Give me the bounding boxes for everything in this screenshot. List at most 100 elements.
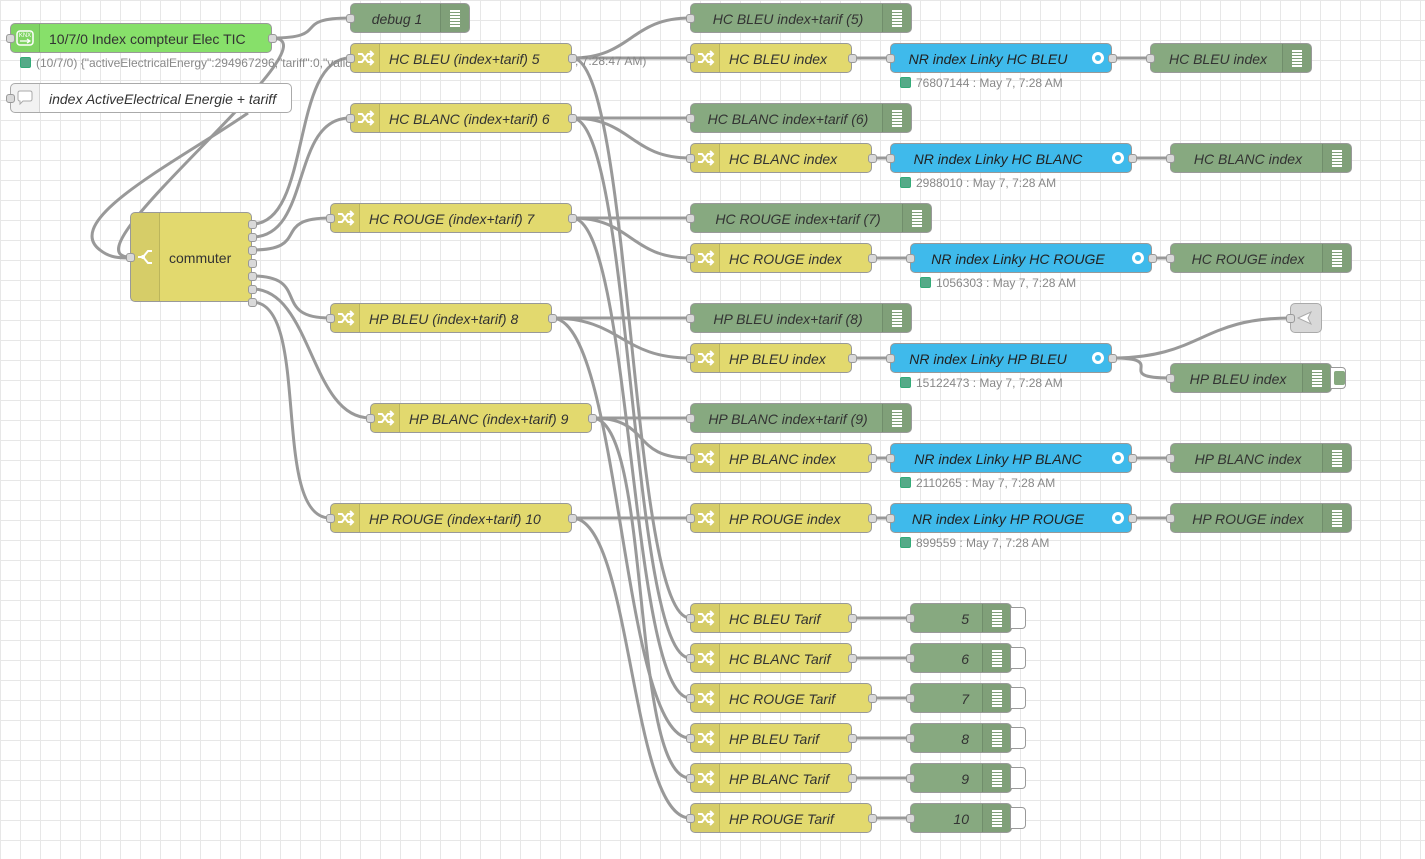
input-port[interactable] bbox=[885, 53, 895, 63]
input-port[interactable] bbox=[365, 413, 375, 423]
output-port[interactable] bbox=[567, 513, 577, 523]
dbg-hcblanc-it-node[interactable]: HC BLANC index+tarif (6) bbox=[690, 103, 912, 133]
debug-toggle-button[interactable] bbox=[1010, 687, 1026, 709]
dbg-hcbleu-idx-node[interactable]: HC BLEU index bbox=[1150, 43, 1312, 73]
input-port[interactable] bbox=[1285, 313, 1295, 323]
input-port[interactable] bbox=[1165, 513, 1175, 523]
dbg-t8-node[interactable]: 8 bbox=[910, 723, 1012, 753]
input-port[interactable] bbox=[5, 93, 15, 103]
output-port[interactable] bbox=[847, 53, 857, 63]
input-port[interactable] bbox=[685, 253, 695, 263]
debug-toggle-button[interactable] bbox=[1010, 767, 1026, 789]
output-port[interactable] bbox=[1107, 53, 1117, 63]
input-port[interactable] bbox=[1165, 253, 1175, 263]
chg-hpblanc-idx-node[interactable]: HP BLANC index bbox=[690, 443, 872, 473]
debug-toggle-button[interactable] bbox=[1010, 727, 1026, 749]
input-port[interactable] bbox=[685, 13, 695, 23]
hcblanc-change-node[interactable]: HC BLANC (index+tarif) 6 bbox=[350, 103, 572, 133]
wire[interactable] bbox=[90, 111, 249, 260]
debug-toggle-button[interactable] bbox=[1010, 807, 1026, 829]
chg-hcblanc-idx-node[interactable]: HC BLANC index bbox=[690, 143, 872, 173]
input-port[interactable] bbox=[885, 513, 895, 523]
output-port[interactable] bbox=[867, 253, 877, 263]
dbg-hcbleu-it-node[interactable]: HC BLEU index+tarif (5) bbox=[690, 3, 912, 33]
input-port[interactable] bbox=[685, 693, 695, 703]
input-port[interactable] bbox=[685, 53, 695, 63]
chg-hcrouge-tarif-node[interactable]: HC ROUGE Tarif bbox=[690, 683, 872, 713]
wire[interactable] bbox=[1111, 316, 1291, 360]
output-port[interactable] bbox=[247, 297, 257, 307]
dbg-t6-node[interactable]: 6 bbox=[910, 643, 1012, 673]
output-port[interactable] bbox=[1127, 513, 1137, 523]
dbg-hpbleu-it-node[interactable]: HP BLEU index+tarif (8) bbox=[690, 303, 912, 333]
output-port[interactable] bbox=[247, 232, 257, 242]
output-port[interactable] bbox=[1107, 353, 1117, 363]
input-port[interactable] bbox=[325, 313, 335, 323]
input-port[interactable] bbox=[885, 353, 895, 363]
input-port[interactable] bbox=[685, 453, 695, 463]
input-port[interactable] bbox=[345, 53, 355, 63]
wire[interactable] bbox=[571, 516, 691, 820]
dbg-t10-node[interactable]: 10 bbox=[910, 803, 1012, 833]
input-port[interactable] bbox=[885, 153, 895, 163]
wire[interactable] bbox=[1111, 356, 1171, 380]
dbg-hcrouge-idx-node[interactable]: HC ROUGE index bbox=[1170, 243, 1352, 273]
wire[interactable] bbox=[251, 287, 371, 420]
output-port[interactable] bbox=[1127, 153, 1137, 163]
output-port[interactable] bbox=[847, 733, 857, 743]
input-port[interactable] bbox=[685, 513, 695, 523]
wire[interactable] bbox=[117, 36, 285, 259]
output-port[interactable] bbox=[567, 53, 577, 63]
wire[interactable] bbox=[571, 116, 691, 660]
wire[interactable] bbox=[571, 56, 691, 620]
debug-toggle-button[interactable] bbox=[1330, 367, 1346, 389]
output-port[interactable] bbox=[247, 284, 257, 294]
input-port[interactable] bbox=[885, 453, 895, 463]
output-port[interactable] bbox=[247, 219, 257, 229]
input-port[interactable] bbox=[905, 733, 915, 743]
input-port[interactable] bbox=[685, 413, 695, 423]
input-port[interactable] bbox=[345, 113, 355, 123]
output-port[interactable] bbox=[587, 413, 597, 423]
output-port[interactable] bbox=[867, 513, 877, 523]
wire[interactable] bbox=[251, 56, 351, 226]
chg-hcrouge-idx-node[interactable]: HC ROUGE index bbox=[690, 243, 872, 273]
chg-hcbleu-tarif-node[interactable]: HC BLEU Tarif bbox=[690, 603, 852, 633]
output-port[interactable] bbox=[847, 353, 857, 363]
input-port[interactable] bbox=[1145, 53, 1155, 63]
chg-hcbleu-idx-node[interactable]: HC BLEU index bbox=[690, 43, 852, 73]
input-port[interactable] bbox=[905, 253, 915, 263]
chg-hcblanc-tarif-node[interactable]: HC BLANC Tarif bbox=[690, 643, 852, 673]
debug-toggle-button[interactable] bbox=[1010, 647, 1026, 669]
output-port[interactable] bbox=[267, 33, 277, 43]
chg-hpbleu-tarif-node[interactable]: HP BLEU Tarif bbox=[690, 723, 852, 753]
output-port[interactable] bbox=[1147, 253, 1157, 263]
input-port[interactable] bbox=[685, 153, 695, 163]
input-port[interactable] bbox=[685, 313, 695, 323]
input-port[interactable] bbox=[685, 813, 695, 823]
knx-hcblanc-node[interactable]: NR index Linky HC BLANC bbox=[890, 143, 1132, 173]
chg-hpblanc-tarif-node[interactable]: HP BLANC Tarif bbox=[690, 763, 852, 793]
chg-hprouge-idx-node[interactable]: HP ROUGE index bbox=[690, 503, 872, 533]
input-port[interactable] bbox=[125, 252, 135, 262]
hprouge-change-node[interactable]: HP ROUGE (index+tarif) 10 bbox=[330, 503, 572, 533]
output-port[interactable] bbox=[567, 213, 577, 223]
knx-hcrouge-node[interactable]: NR index Linky HC ROUGE bbox=[910, 243, 1152, 273]
output-port[interactable] bbox=[247, 271, 257, 281]
input-port[interactable] bbox=[685, 113, 695, 123]
output-port[interactable] bbox=[847, 773, 857, 783]
dbg-hpblanc-idx-node[interactable]: HP BLANC index bbox=[1170, 443, 1352, 473]
input-port[interactable] bbox=[905, 653, 915, 663]
wire[interactable] bbox=[571, 116, 691, 160]
input-port[interactable] bbox=[325, 213, 335, 223]
wire[interactable] bbox=[571, 16, 691, 60]
dbg-hpbleu-idx-node[interactable]: HP BLEU index bbox=[1170, 363, 1332, 393]
output-port[interactable] bbox=[847, 613, 857, 623]
dbg-t7-node[interactable]: 7 bbox=[910, 683, 1012, 713]
dbg-hcrouge-it-node[interactable]: HC ROUGE index+tarif (7) bbox=[690, 203, 932, 233]
wire[interactable] bbox=[571, 216, 691, 260]
output-port[interactable] bbox=[867, 453, 877, 463]
wire[interactable] bbox=[251, 216, 331, 252]
